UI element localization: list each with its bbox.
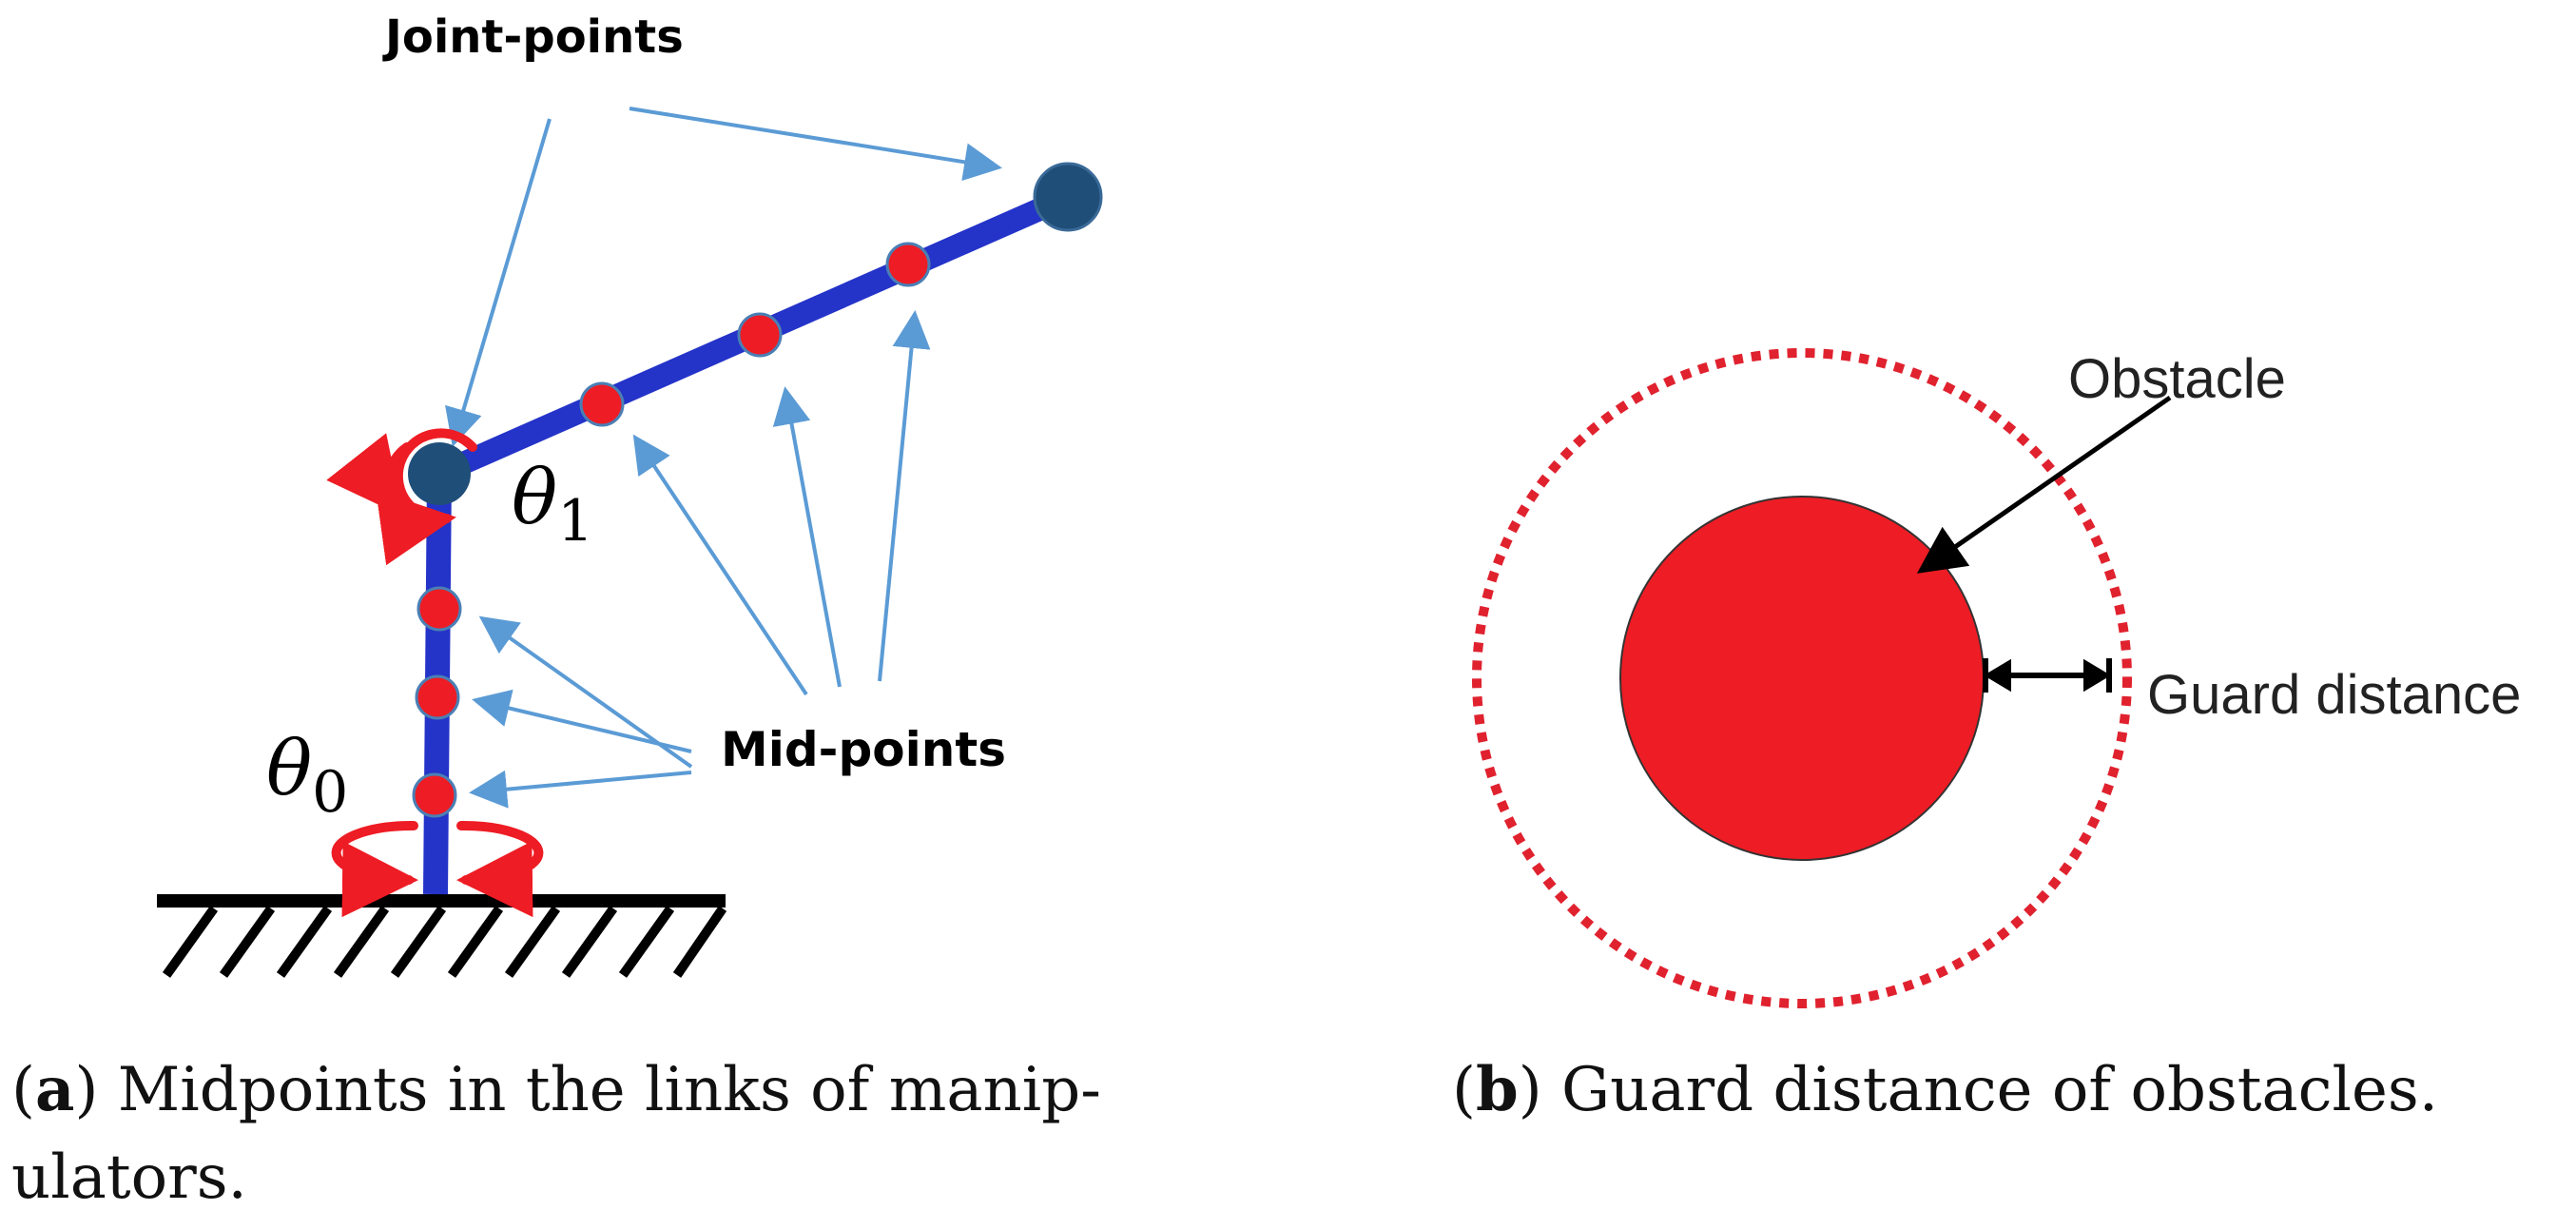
caption-a: (a) Midpoints in the links of manip- ula… <box>11 1046 1248 1221</box>
guard-distance-label: Guard distance <box>2147 664 2521 726</box>
joint-points-callouts <box>445 107 1002 447</box>
guard-ring <box>1472 348 2132 1008</box>
mid-points-label: Mid-points <box>721 722 1006 777</box>
joint-points-label: Joint-points <box>382 10 684 64</box>
caption-b: (b) Guard distance of obstacles. <box>1452 1046 2546 1134</box>
obstacle-circle <box>1619 496 1985 861</box>
theta1-label: θ1 <box>512 453 593 555</box>
panel-a-manipulator: Joint-points Mid-points θ1 θ0 <box>157 10 1103 978</box>
mid-points-callouts <box>469 310 931 809</box>
obstacle-pointer-arrow <box>1916 395 2172 574</box>
caption-b-line: (b) Guard distance of obstacles. <box>1452 1054 2439 1125</box>
panel-b-obstacle: Obstacle Guard distance <box>1472 348 2521 1008</box>
rotation-arrow-icon <box>331 820 544 918</box>
obstacle-label: Obstacle <box>2068 348 2286 410</box>
caption-a-line1: (a) Midpoints in the links of manip- <box>11 1054 1101 1125</box>
caption-a-line2: ulators. <box>11 1142 247 1213</box>
joint-point-base <box>408 442 471 505</box>
joint-point-end <box>1033 162 1103 232</box>
caption-a-letter: a <box>34 1054 75 1125</box>
guard-distance-indicator <box>1983 658 2112 693</box>
rotation-arrow-icon <box>326 428 477 566</box>
ground-base <box>157 894 727 978</box>
mid-points <box>412 242 931 818</box>
theta0-label: θ0 <box>266 724 348 826</box>
caption-b-letter: b <box>1475 1054 1519 1125</box>
